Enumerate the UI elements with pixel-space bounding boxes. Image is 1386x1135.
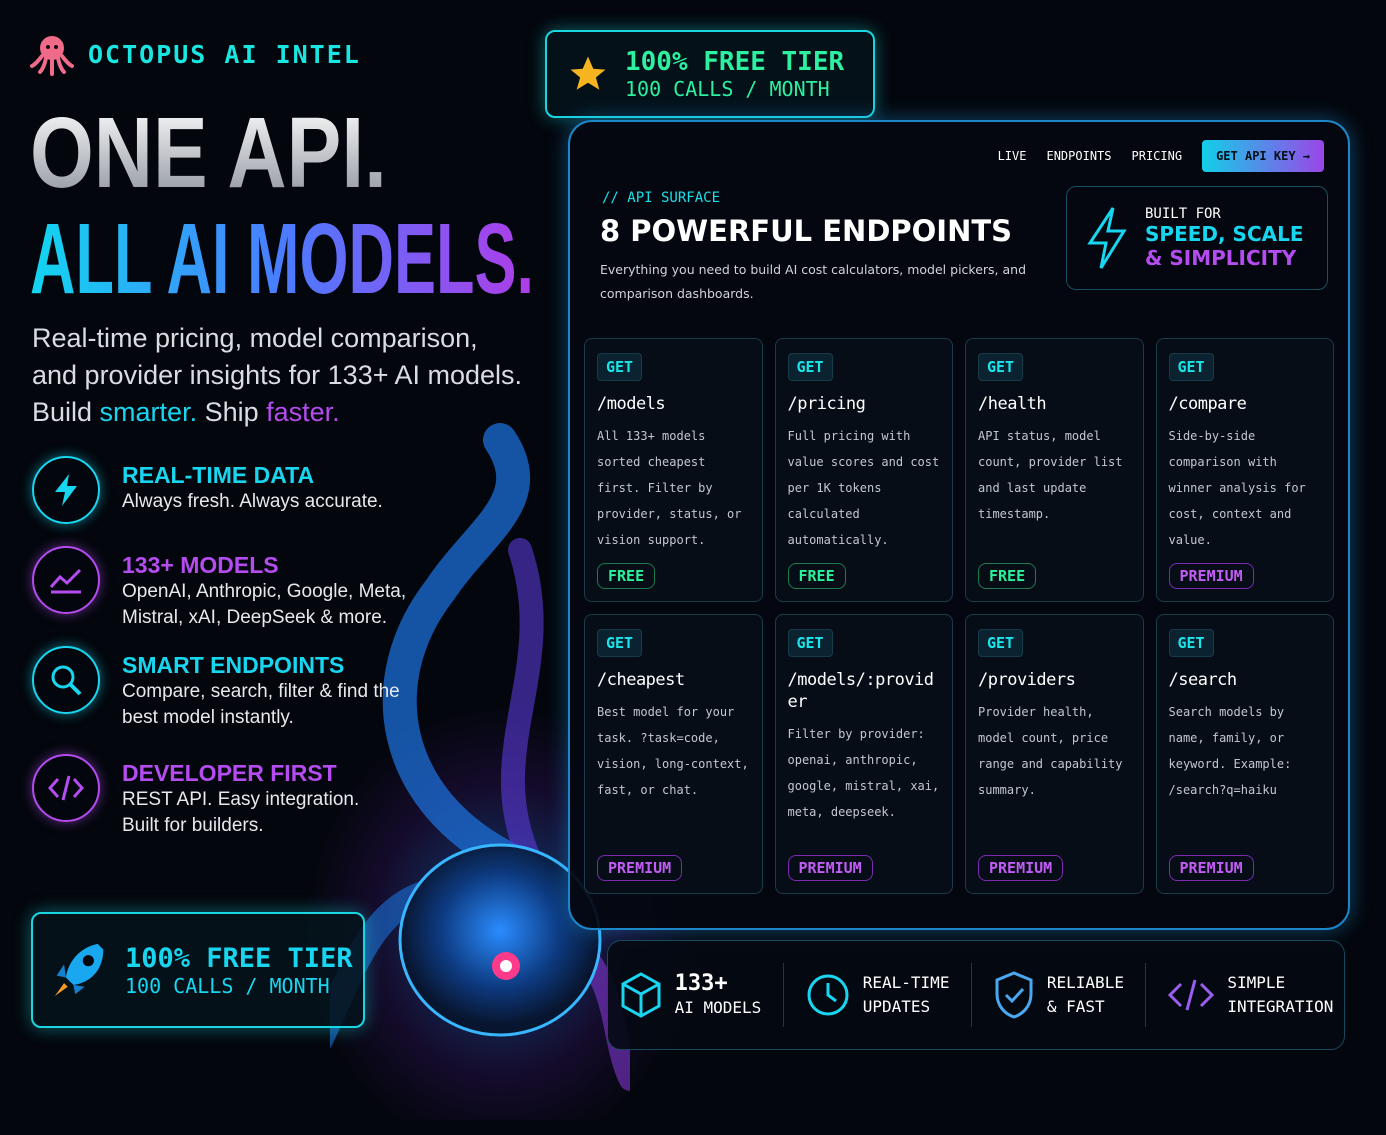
divider [1145, 963, 1147, 1027]
brand: OCTOPUS AI INTEL [30, 32, 361, 76]
endpoint-path: /health [978, 394, 1047, 414]
octopus-illustration [330, 423, 630, 1091]
endpoint-path: /models [597, 394, 666, 414]
endpoint-description: Search models by name, family, or keywor… [1168, 705, 1292, 797]
stat-models: 133+AI MODELS [619, 971, 761, 1020]
nav-pricing[interactable]: PRICING [1131, 149, 1183, 163]
hero-subtitle: Real-time pricing, model comparison, and… [32, 323, 523, 427]
hero-headline-line-2: ALL AI MODELS. [30, 203, 534, 315]
section-kicker: // API SURFACE [602, 190, 721, 206]
endpoint-description: Side-by-side comparison with winner anal… [1168, 429, 1306, 547]
stat-reliable: RELIABLE& FAST [993, 970, 1124, 1020]
method-badge: GET [1168, 629, 1214, 657]
chart-trend-icon [32, 546, 100, 614]
tier-badge: FREE [597, 563, 656, 589]
tier-badge: PREMIUM [978, 855, 1064, 881]
api-panel: LIVE ENDPOINTS PRICING GET API KEY → // … [568, 120, 1350, 930]
endpoint-path: /models/:provider [787, 670, 935, 712]
endpoint-description: Full pricing with value scores and cost … [787, 429, 940, 547]
method-badge: GET [597, 353, 643, 381]
tier-badge: PREMIUM [787, 855, 873, 881]
method-badge: GET [597, 629, 643, 657]
nav-endpoints[interactable]: ENDPOINTS [1046, 149, 1112, 163]
endpoint-description: All 133+ models sorted cheapest first. F… [597, 429, 742, 547]
tier-badge: PREMIUM [597, 855, 683, 881]
tier-badge: FREE [978, 563, 1037, 589]
code-icon [32, 754, 100, 822]
endpoint-path: /search [1168, 670, 1238, 690]
tier-badge: PREMIUM [1168, 855, 1254, 881]
method-badge: GET [787, 629, 833, 657]
endpoint-path: /cheapest [597, 670, 685, 690]
hero-headline-line-1: ONE API. [30, 97, 387, 209]
tier-badge: PREMIUM [1168, 563, 1254, 589]
endpoint-description: Best model for your task. ?task=code, vi… [597, 705, 749, 797]
endpoint-path: /compare [1168, 394, 1247, 414]
endpoint-description: Filter by provider: openai, anthropic, g… [787, 727, 940, 819]
get-api-key-button[interactable]: GET API KEY → [1202, 140, 1324, 172]
endpoint-card[interactable]: GET /pricing Full pricing with value sco… [774, 338, 953, 602]
endpoint-description: API status, model count, provider list a… [978, 429, 1123, 521]
endpoint-description: Provider health, model count, price rang… [978, 705, 1123, 797]
method-badge: GET [787, 353, 833, 381]
endpoint-path: /providers [978, 670, 1076, 690]
lightning-icon [1087, 207, 1127, 269]
star-icon [570, 56, 606, 90]
method-badge: GET [978, 353, 1024, 381]
brand-name: OCTOPUS AI INTEL [88, 39, 361, 69]
endpoint-card[interactable]: GET /search Search models by name, famil… [1155, 614, 1334, 894]
nav-live[interactable]: LIVE [997, 149, 1027, 163]
code-icon [1168, 979, 1215, 1011]
panel-nav: LIVE ENDPOINTS PRICING GET API KEY → [998, 140, 1324, 172]
cube-icon [621, 972, 661, 1018]
divider [970, 963, 972, 1027]
clock-icon [807, 974, 849, 1016]
endpoint-card[interactable]: GET /health API status, model count, pro… [965, 338, 1144, 602]
endpoint-card[interactable]: GET /models All 133+ models sorted cheap… [584, 338, 763, 602]
endpoint-card[interactable]: GET /cheapest Best model for your task. … [584, 614, 763, 894]
endpoint-card[interactable]: GET /models/:provider Filter by provider… [774, 614, 953, 894]
panel-title: 8 POWERFUL ENDPOINTS [600, 214, 1013, 248]
search-icon [32, 646, 100, 714]
method-badge: GET [978, 629, 1024, 657]
endpoint-grid: GET /models All 133+ models sorted cheap… [584, 338, 1334, 894]
panel-description: Everything you need to build AI cost cal… [600, 262, 1027, 301]
shield-check-icon [995, 971, 1033, 1019]
octopus-icon [30, 36, 74, 76]
endpoint-card[interactable]: GET /providers Provider health, model co… [965, 614, 1144, 894]
hero-headline: ONE API. ALL AI MODELS. [30, 100, 550, 312]
rocket-icon [54, 943, 104, 997]
divider [782, 963, 784, 1027]
lightning-icon [32, 456, 100, 524]
method-badge: GET [1168, 353, 1214, 381]
endpoint-card[interactable]: GET /compare Side-by-side comparison wit… [1155, 338, 1334, 602]
endpoint-path: /pricing [787, 394, 866, 414]
tier-badge: FREE [787, 563, 846, 589]
